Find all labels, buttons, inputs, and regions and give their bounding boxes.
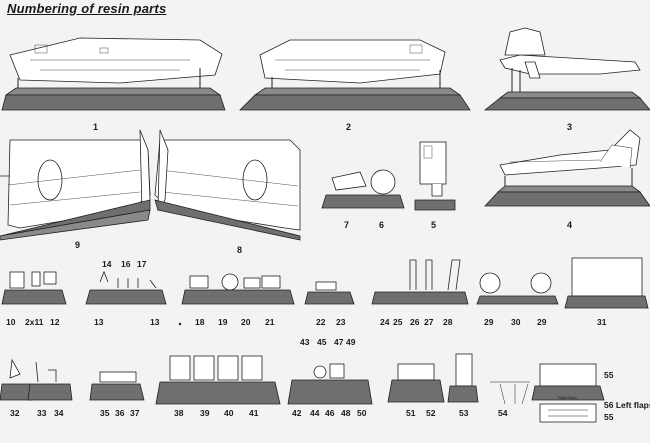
fuselage-side-3 — [483, 27, 650, 111]
label-36: 36 — [115, 408, 125, 418]
label-17: 17 — [137, 259, 147, 269]
wing-left-9 — [0, 129, 151, 241]
seat-part-5 — [414, 141, 456, 211]
label-6: 6 — [379, 220, 385, 230]
label-41: 41 — [249, 408, 259, 418]
label-47: 47 — [334, 337, 344, 347]
label-13b: 13 — [150, 317, 160, 327]
label-51: 51 — [406, 408, 416, 418]
label-21: 21 — [265, 317, 275, 327]
label-54: 54 — [498, 408, 508, 418]
label-20: 20 — [241, 317, 251, 327]
label-23: 23 — [336, 317, 346, 327]
page-title: Numbering of resin parts — [7, 1, 167, 16]
label-26: 26 — [410, 317, 420, 327]
label-2x11: 2x11 — [25, 317, 44, 327]
label-12: 12 — [50, 317, 60, 327]
label-1: 1 — [93, 122, 99, 132]
label-34: 34 — [54, 408, 64, 418]
label-5: 5 — [431, 220, 437, 230]
label-30: 30 — [511, 317, 521, 327]
parts-7-6 — [321, 169, 405, 209]
row1-parts — [1, 257, 649, 309]
label-2: 2 — [346, 122, 352, 132]
row2-parts — [0, 353, 605, 423]
wing-right-8 — [154, 129, 301, 241]
label-14: 14 — [102, 259, 112, 269]
label-52: 52 — [426, 408, 436, 418]
label-46: 46 — [325, 408, 335, 418]
label-16: 16 — [121, 259, 131, 269]
label-45: 45 — [317, 337, 327, 347]
label-19: 19 — [218, 317, 228, 327]
label-43: 43 — [300, 337, 310, 347]
label-32: 32 — [10, 408, 20, 418]
label-10: 10 — [6, 317, 16, 327]
label-44: 44 — [310, 408, 320, 418]
label-55a: 55 — [604, 370, 614, 380]
fuselage-half-2 — [239, 39, 471, 111]
label-40: 40 — [224, 408, 234, 418]
right-flaps-caption: Right flaps — [558, 395, 577, 400]
label-42: 42 — [292, 408, 302, 418]
label-27: 27 — [424, 317, 434, 327]
label-9: 9 — [75, 240, 81, 250]
label-3: 3 — [567, 122, 573, 132]
label-39: 39 — [200, 408, 210, 418]
label-4: 4 — [567, 220, 573, 230]
label-24: 24 — [380, 317, 390, 327]
label-37: 37 — [130, 408, 140, 418]
label-35: 35 — [100, 408, 110, 418]
label-31: 31 — [597, 317, 607, 327]
label-49: 49 — [346, 337, 356, 347]
label-56-left-flaps: 56 Left flaps — [604, 400, 650, 410]
label-48: 48 — [341, 408, 351, 418]
label-29a: 29 — [484, 317, 494, 327]
label-29b: 29 — [537, 317, 547, 327]
label-18: 18 — [195, 317, 205, 327]
label-7: 7 — [344, 220, 350, 230]
label-38: 38 — [174, 408, 184, 418]
label-33: 33 — [37, 408, 47, 418]
label-28: 28 — [443, 317, 453, 327]
label-13a: 13 — [94, 317, 104, 327]
label-25: 25 — [393, 317, 403, 327]
fuselage-side-4 — [484, 129, 650, 207]
label-22: 22 — [316, 317, 326, 327]
label-55b: 55 — [604, 412, 614, 422]
label-53: 53 — [459, 408, 469, 418]
label-50: 50 — [357, 408, 367, 418]
label-8: 8 — [237, 245, 243, 255]
fuselage-half-1 — [1, 37, 226, 111]
